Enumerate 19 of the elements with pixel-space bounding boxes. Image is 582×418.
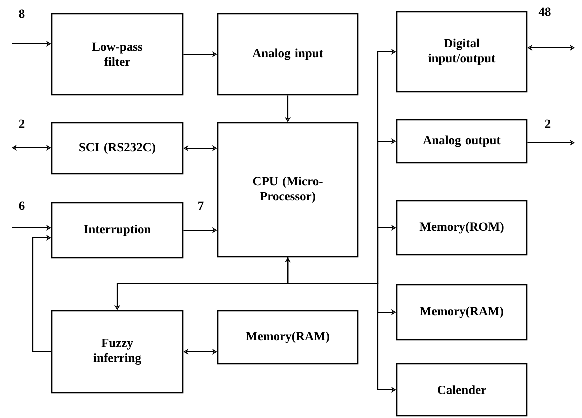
edge-label: 8	[18, 8, 26, 20]
block-box: Analog output	[396, 119, 528, 164]
block-box: Interruption	[51, 202, 184, 259]
block-box: Memory(ROM)	[396, 200, 528, 256]
block-box: Memory(RAM)	[217, 310, 359, 365]
block-box: CPU (Micro-Processor)	[217, 122, 359, 258]
block-box: Memory(RAM)	[396, 284, 528, 341]
block-box: SCI (RS232C)	[51, 122, 184, 175]
block-box: Analog input	[217, 13, 359, 96]
edge-label: 2	[544, 118, 552, 130]
edge-label: 48	[538, 6, 552, 18]
edge-label: 2	[18, 118, 26, 130]
arrow	[32, 234, 52, 353]
block-box: Fuzzy inferring	[51, 310, 184, 394]
block-box: Low-pass filter	[51, 13, 184, 96]
edge-label: 6	[18, 200, 26, 212]
block-box: Digital input/output	[396, 11, 528, 93]
block-box: Calender	[396, 363, 528, 417]
edge-label: 7	[196, 200, 206, 212]
